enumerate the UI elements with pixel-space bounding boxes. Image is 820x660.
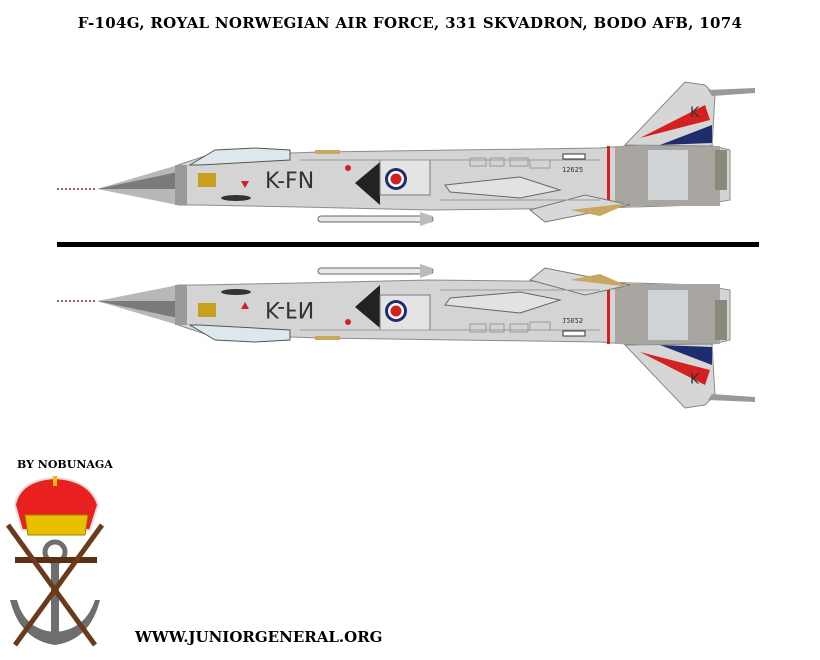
tail-letter: K — [690, 105, 700, 121]
serial-number-mirrored: 12625 — [562, 316, 583, 324]
divider — [57, 242, 759, 247]
crown-anchor-emblem — [5, 476, 105, 647]
aircraft-mirrored-view: K-FN K 12625 — [56, 263, 756, 409]
tail-letter-mirrored: K — [690, 369, 700, 385]
aircraft-code: K-FN — [265, 169, 314, 194]
author-credit: BY NOBUNAGA — [17, 458, 113, 471]
serial-number: 12625 — [562, 166, 583, 174]
aircraft-code-mirrored: K-FN — [265, 296, 314, 321]
website-link[interactable]: WWW.JUNIORGENERAL.ORG — [135, 628, 383, 646]
page-title: F-104G, ROYAL NORWEGIAN AIR FORCE, 331 S… — [77, 14, 743, 32]
aircraft-side-view: K-FN K 12625 — [56, 81, 756, 227]
